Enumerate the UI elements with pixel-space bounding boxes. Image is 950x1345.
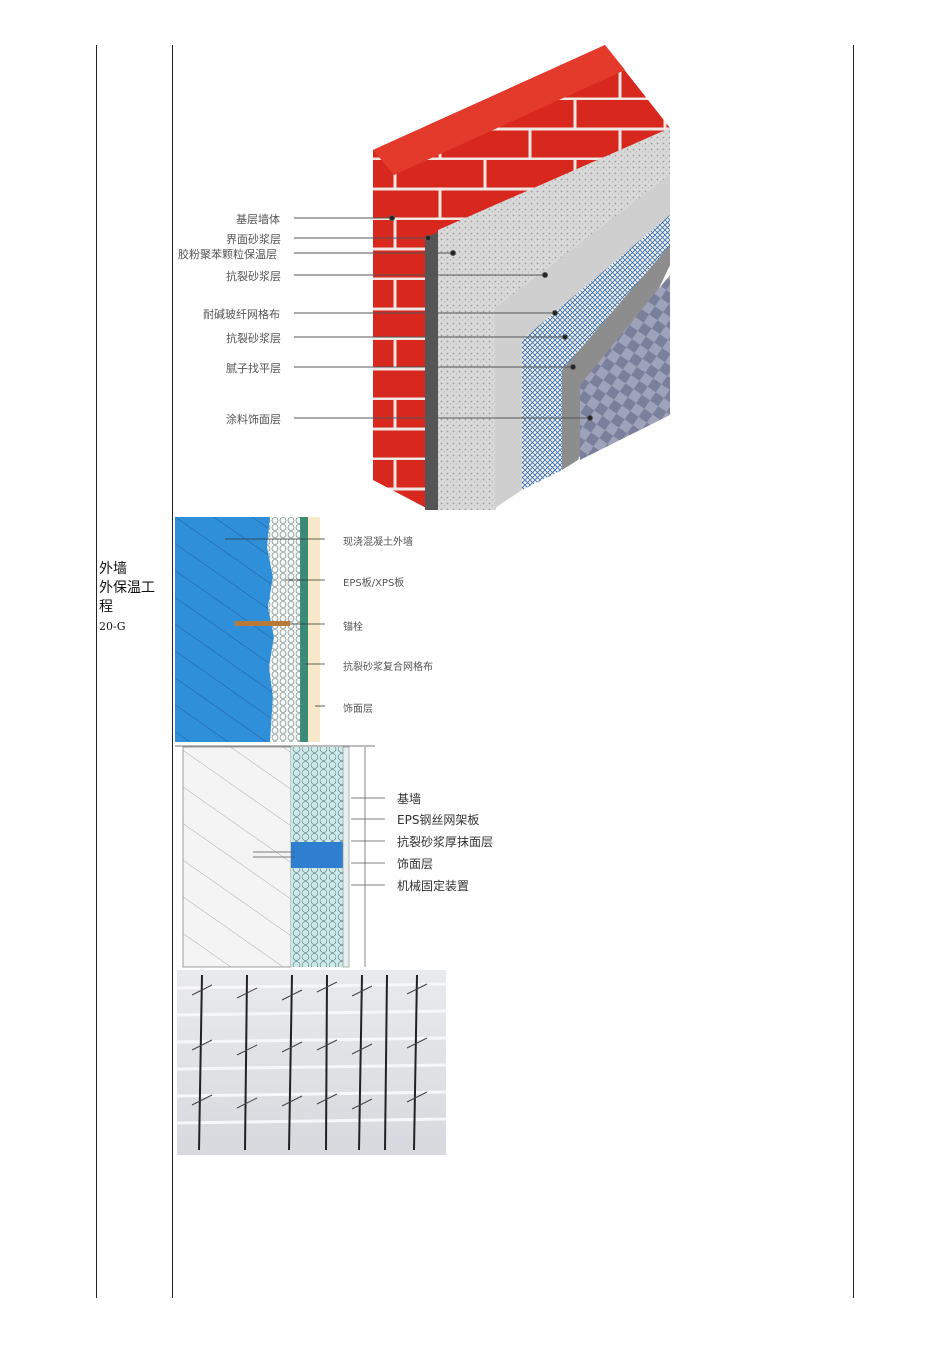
category-code: 20-G <box>99 620 126 633</box>
fig3-label-eps-board: EPS钢丝网架板 <box>397 813 480 827</box>
table-border-left <box>96 45 97 1298</box>
fig1-label-anti-crack-mortar-2: 抗裂砂浆层 <box>226 332 281 345</box>
coating-finish-layer <box>580 275 670 460</box>
fig1-label-coating: 涂料饰面层 <box>226 413 281 426</box>
category-line2: 外保温工 <box>99 580 155 596</box>
table-border-right <box>853 45 854 1298</box>
fig3-label-finish: 饰面层 <box>397 857 434 871</box>
fig1-label-insulation: 胶粉聚苯颗粒保温层 <box>178 248 277 261</box>
fig1-label-putty: 腻子找平层 <box>226 362 281 375</box>
fig1-label-mesh: 耐碱玻纤网格布 <box>203 308 280 321</box>
fig3-label-fixing: 机械固定装置 <box>397 879 470 893</box>
fig1-label-base-wall: 基层墙体 <box>236 213 280 226</box>
fig2-label-eps-xps: EPS板/XPS板 <box>343 578 405 589</box>
eps-steel-mesh-section-diagram <box>175 745 385 968</box>
fig2-label-finish: 饰面层 <box>343 704 373 715</box>
fig3-label-mortar: 抗裂砂浆厚抹面层 <box>397 835 494 849</box>
wall-layers-3d-diagram <box>294 45 670 510</box>
fig2-label-anchor: 锚栓 <box>343 622 363 633</box>
table-border-middle <box>172 45 173 1298</box>
category-line3: 程 <box>99 599 113 615</box>
fig1-label-anti-crack-mortar: 抗裂砂浆层 <box>226 270 281 283</box>
eps-board-installation-photo <box>177 970 446 1155</box>
fig2-label-mesh-mortar: 抗裂砂浆复合网格布 <box>343 662 433 673</box>
fig1-label-interface-mortar: 界面砂浆层 <box>226 233 281 246</box>
category-cell: 外墙 外保温工 程 20-G <box>99 560 171 636</box>
concrete-wall-section-diagram <box>175 517 325 742</box>
fig3-label-base-wall: 基墙 <box>397 792 422 806</box>
fig2-label-concrete-wall: 现浇混凝土外墙 <box>343 537 413 548</box>
category-line1: 外墙 <box>99 561 127 577</box>
